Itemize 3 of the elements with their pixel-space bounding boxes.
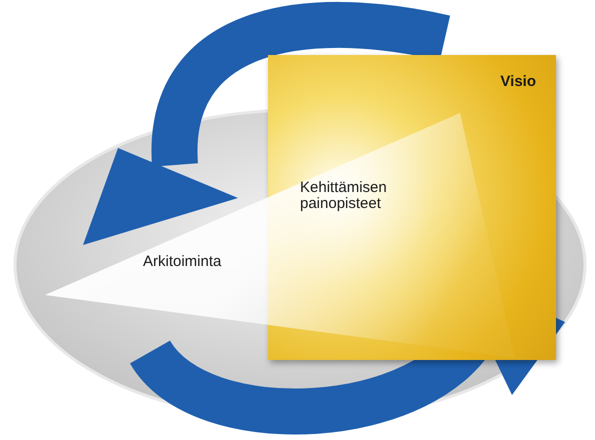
focus-label: Kehittämisen painopisteet	[300, 180, 388, 212]
vision-label: Visio	[500, 73, 536, 90]
everyday-label: Arkitoiminta	[143, 253, 222, 270]
